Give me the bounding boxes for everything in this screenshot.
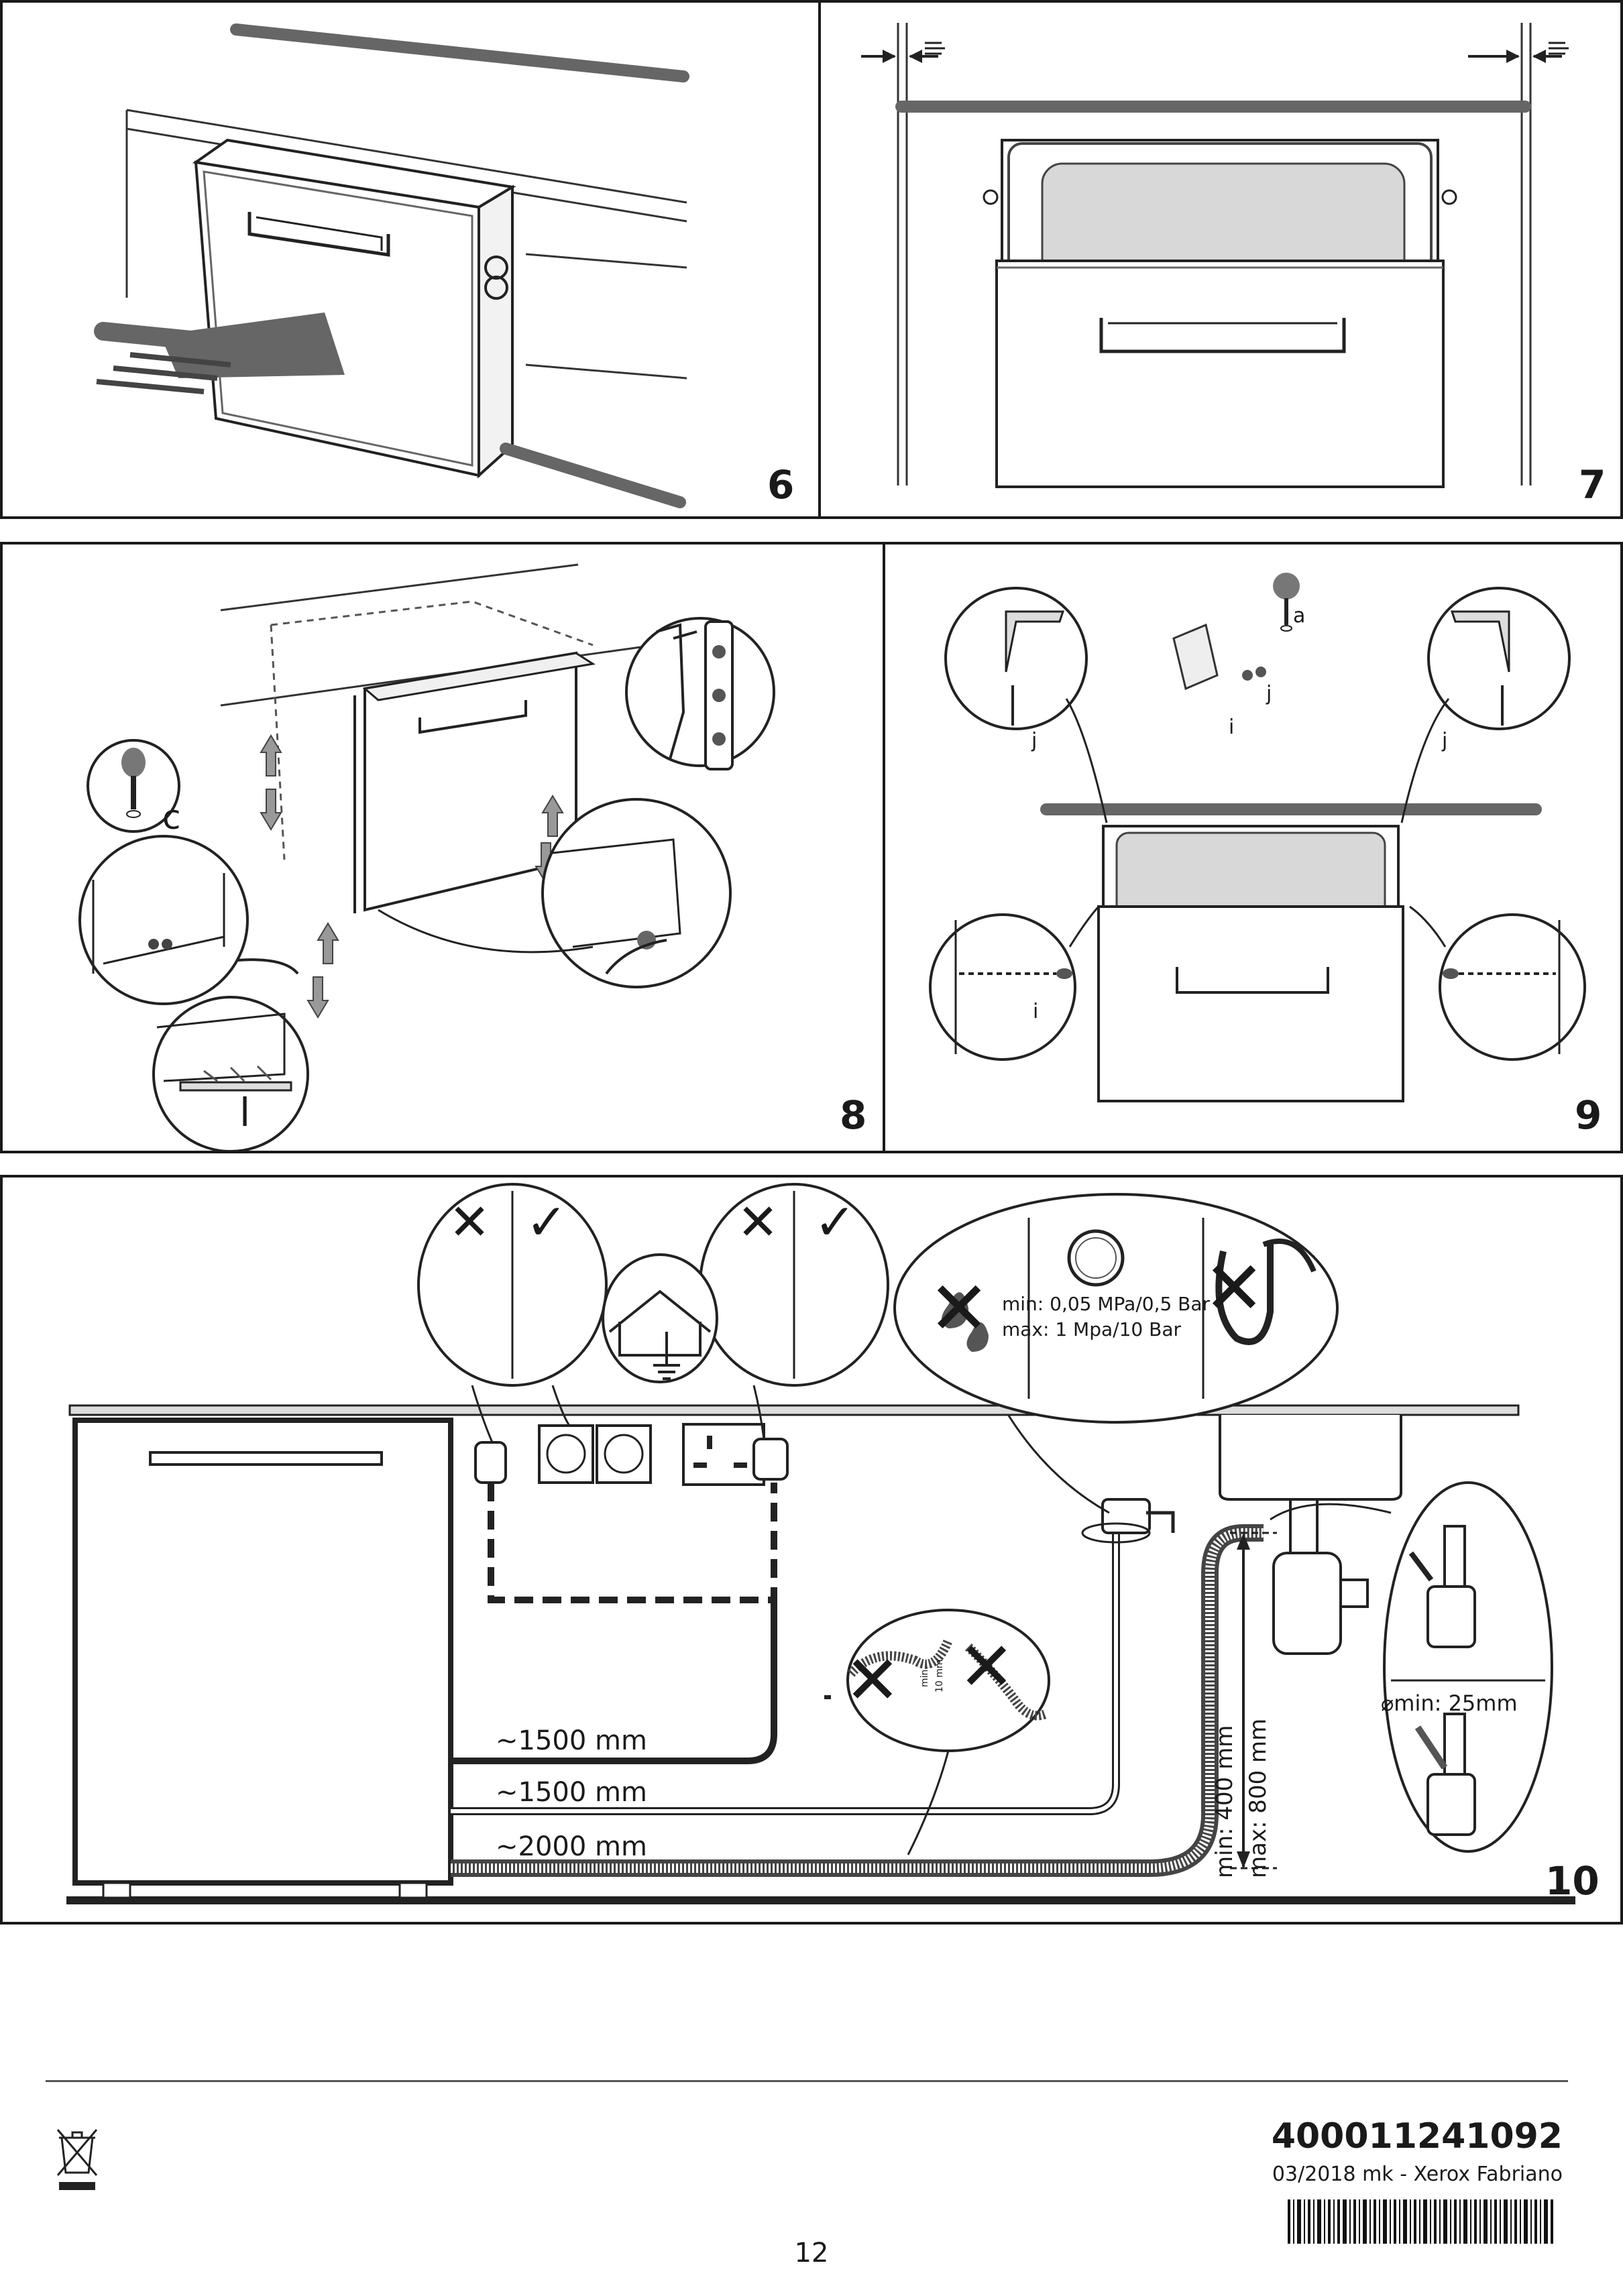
part-label-c: c	[162, 798, 181, 837]
page-number: 12	[794, 2238, 829, 2269]
part-label-j-right: j	[1442, 729, 1448, 752]
step-number: 6	[767, 462, 795, 508]
check-mark: ✓	[526, 1194, 568, 1251]
part-label-a: a	[1293, 604, 1306, 628]
cross-mark: ✕	[449, 1194, 491, 1251]
connection-illustration	[66, 1183, 1575, 1904]
cross-mark: ✕	[844, 1641, 901, 1719]
step-number: 7	[1579, 462, 1606, 508]
part-label-i-bag: i	[1229, 715, 1235, 739]
kink-mm-label: 10 mm	[934, 1659, 945, 1692]
pressure-max: max: 1 Mpa/10 Bar	[1002, 1318, 1181, 1340]
panel-step-7: 7	[818, 0, 1623, 519]
cross-mark: ✕	[1203, 1245, 1266, 1331]
leveling-illustration	[78, 563, 775, 1151]
drain-height-min: min: 400 mm	[1211, 1725, 1238, 1878]
fixing-illustration	[929, 573, 1586, 1102]
step-number: 10	[1545, 1858, 1600, 1904]
print-info: 03/2018 mk - Xerox Fabriano	[1272, 2163, 1563, 2186]
weee-bin-icon	[56, 2129, 98, 2190]
part-label-j-bag: j	[1266, 682, 1272, 705]
panel-step-8: c l 8	[0, 542, 885, 1153]
pressure-min: min: 0,05 MPa/0,5 Bar	[1002, 1293, 1211, 1315]
part-number: 400011241092	[1271, 2116, 1563, 2157]
check-mark: ✓	[814, 1194, 856, 1251]
step-number: 9	[1575, 1092, 1602, 1138]
kink-min-label: min.	[919, 1666, 930, 1687]
cross-mark: ✕	[958, 1627, 1015, 1706]
part-label-j-left: j	[1031, 729, 1038, 752]
panel-step-10: ✕ ✓ ✕ ✓ ✕ ✕ ✕ ✕ min: 0,05 MPa/0,5 Bar ma…	[0, 1175, 1623, 1925]
dishwasher-insertion-illustration	[94, 23, 689, 508]
panel-step-9: a j j j i i 9	[883, 542, 1623, 1153]
drain-height-max: max: 800 mm	[1245, 1718, 1272, 1878]
alignment-illustration	[861, 23, 1569, 488]
cross-mark: ✕	[928, 1265, 991, 1351]
step-number: 8	[840, 1092, 867, 1138]
part-label-l: l	[239, 1090, 251, 1135]
part-label-i-left: i	[1033, 1000, 1039, 1023]
panel-step-6: 6	[0, 0, 821, 519]
footer-divider	[46, 2080, 1568, 2082]
siphon-diameter: ⌀min: 25mm	[1381, 1690, 1518, 1716]
cable-length-1: ~1500 mm	[496, 1725, 647, 1756]
cross-mark: ✕	[737, 1194, 779, 1251]
hose-length: ~2000 mm	[496, 1831, 647, 1862]
cable-length-2: ~1500 mm	[496, 1777, 647, 1808]
barcode-icon	[1288, 2199, 1553, 2244]
